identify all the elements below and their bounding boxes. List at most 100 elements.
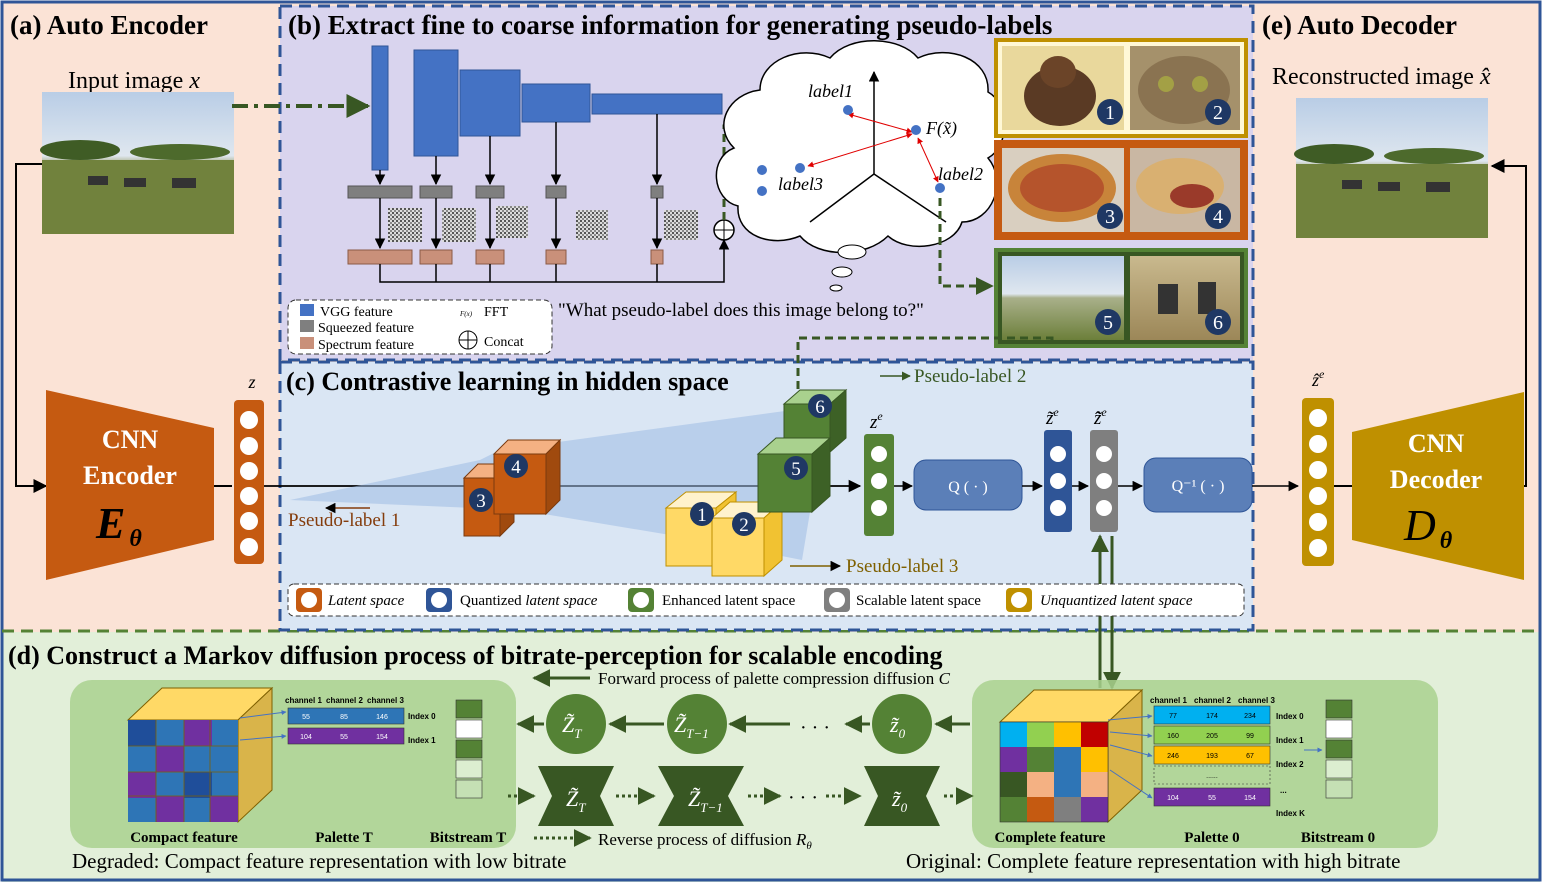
- svg-text:174: 174: [1206, 713, 1218, 720]
- svg-text:205: 205: [1206, 733, 1218, 740]
- svg-text:246: 246: [1167, 753, 1179, 760]
- ze-stack: [864, 434, 894, 536]
- pseudo-label-1: Pseudo-label 1: [288, 510, 400, 531]
- image-group-cats: [994, 38, 1248, 138]
- legend-vgg: VGG feature: [320, 305, 393, 320]
- forward-nodes: [546, 694, 932, 754]
- svg-text:4: 4: [1213, 206, 1223, 228]
- svg-text:77: 77: [1169, 713, 1177, 720]
- qinv-block: [1143, 457, 1253, 513]
- cubes-orange: [462, 438, 562, 538]
- rnode-z0: z̃0: [891, 786, 908, 815]
- svg-text:channel 2: channel 2: [1194, 696, 1231, 705]
- thought-cloud: [715, 40, 1006, 292]
- reverse-dots: · · ·: [788, 787, 818, 809]
- legend-c: [287, 583, 1245, 617]
- caption-palette-t: Palette T: [315, 830, 373, 846]
- zhat-label: ẑe: [1311, 367, 1325, 390]
- compact-feature-cube: [126, 686, 274, 824]
- svg-text:Index 1: Index 1: [408, 736, 436, 745]
- title-c: (c) Contrastive learning in hidden space: [286, 367, 729, 396]
- reverse-label: Reverse process of diffusion Rθ: [598, 830, 812, 852]
- svg-text:55: 55: [302, 714, 310, 721]
- cloud-fx: F(x̃): [925, 118, 957, 139]
- legend-fft-symbol: F(x): [459, 310, 473, 318]
- caption-palette-0: Palette 0: [1184, 830, 1239, 846]
- compact-map-arrow-0: [239, 710, 287, 719]
- cnn-decoder: [1352, 392, 1524, 580]
- svg-text:2: 2: [739, 515, 749, 536]
- complete-captions: Complete feature Palette 0 Bitstream 0: [995, 830, 1376, 846]
- z-label: z: [247, 372, 255, 392]
- svg-text:2: 2: [1213, 102, 1223, 124]
- legend-scalable: Scalable latent space: [856, 593, 981, 609]
- svg-text:55: 55: [340, 734, 348, 741]
- title-a: (a) Auto Encoder: [10, 10, 208, 40]
- svg-text:234: 234: [1244, 713, 1256, 720]
- legend-enhanced: Enhanced latent space: [662, 593, 796, 609]
- cloud-label3: label3: [778, 174, 823, 194]
- image-group-zebras: [994, 248, 1248, 348]
- q-block: [913, 459, 1023, 511]
- concat-symbol: [713, 219, 735, 241]
- svg-text:3: 3: [1105, 206, 1115, 228]
- complete-map-arrows: [1107, 713, 1153, 799]
- arrow-input-to-encoder: [15, 163, 48, 493]
- concat-bus: [379, 238, 730, 283]
- pseudo-label-2: Pseudo-label 2: [914, 366, 1026, 387]
- svg-text:......: ......: [1206, 773, 1218, 780]
- arrow-images-to-cubes: [789, 336, 1054, 430]
- image-badges: [1095, 99, 1231, 335]
- bitstream-t: [455, 699, 483, 799]
- svg-text:Index 1: Index 1: [1276, 736, 1304, 745]
- svg-text:104: 104: [1167, 795, 1179, 802]
- caption-complete-feature: Complete feature: [995, 830, 1106, 846]
- svg-text:104: 104: [300, 734, 312, 741]
- svg-text:channel 2: channel 2: [326, 696, 363, 705]
- node-zT1: Z̃T−1: [674, 712, 709, 741]
- cnn-encoder: [46, 390, 214, 580]
- compact-map-arrow-1: [239, 733, 287, 741]
- svg-text:5: 5: [791, 459, 801, 480]
- svg-text:4: 4: [511, 457, 521, 478]
- node-zT: Z̃T: [562, 712, 582, 741]
- pseudo-label-3: Pseudo-label 3: [846, 556, 958, 577]
- legend-quantized: Quantized latent space: [460, 593, 598, 609]
- rnode-zT: Z̃T: [566, 786, 586, 815]
- svg-text:99: 99: [1246, 733, 1254, 740]
- q-label: Q ( · ): [948, 479, 988, 496]
- palette-t: [287, 707, 405, 745]
- reverse-nodes: [538, 766, 940, 826]
- legend-unquantized: Unquantized latent space: [1040, 593, 1193, 609]
- complete-feature-cube: [998, 688, 1144, 824]
- svg-text:1: 1: [697, 505, 707, 526]
- arrow-decoder-to-output: [1490, 159, 1527, 487]
- palette-0: [1153, 705, 1271, 807]
- recon-image: [1294, 98, 1488, 238]
- rnode-zT1: Z̃T−1: [688, 786, 723, 815]
- legend-squeezed: Squeezed feature: [318, 321, 414, 336]
- svg-text:55: 55: [1208, 795, 1216, 802]
- svg-text:85: 85: [340, 714, 348, 721]
- caption-bitstream-0: Bitstream 0: [1301, 830, 1375, 846]
- decoder-line2: Decoder: [1390, 465, 1482, 494]
- svg-text:5: 5: [1103, 312, 1113, 334]
- palette-t-headers: channel 1 channel 2 channel 3: [285, 696, 404, 705]
- svg-text:154: 154: [376, 734, 388, 741]
- zh-label: z̃̂e: [1093, 405, 1107, 429]
- encoder-line1: CNN: [102, 425, 159, 454]
- title-b: (b) Extract fine to coarse information f…: [288, 10, 1052, 40]
- zt-stack: [1044, 430, 1072, 532]
- zt-label: z̃e: [1045, 405, 1059, 429]
- forward-dots: · · ·: [800, 717, 830, 739]
- zh-stack: [1090, 430, 1118, 532]
- forward-label: Forward process of palette compression d…: [598, 669, 951, 688]
- arrow-cloud-to-images: [938, 198, 994, 295]
- node-z0: z̃0: [889, 712, 906, 741]
- svg-text:1: 1: [1105, 102, 1115, 124]
